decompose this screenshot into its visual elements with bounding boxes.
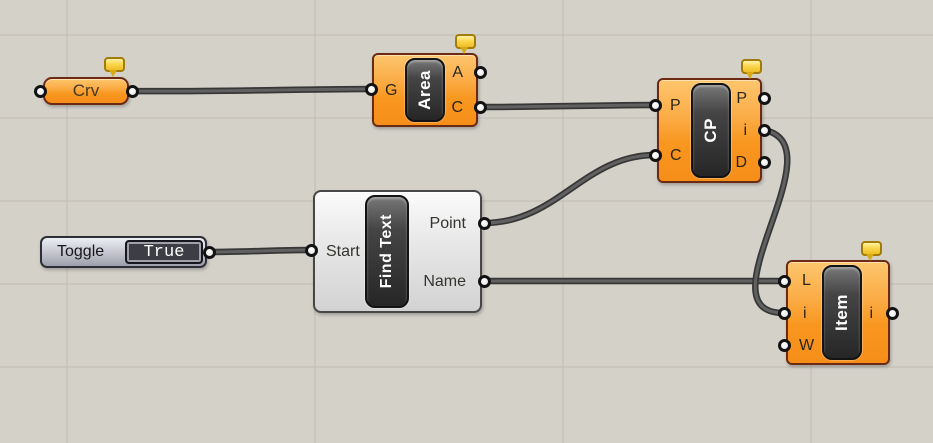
port-item-input-w[interactable]	[777, 338, 791, 352]
port-crv-output[interactable]	[125, 84, 139, 98]
port-cp-output-i[interactable]	[757, 123, 771, 137]
node-cp[interactable]: CP P C P i D	[657, 78, 762, 183]
toggle-value-display[interactable]: True	[125, 240, 203, 264]
port-findtext-input-start[interactable]	[304, 243, 318, 257]
node-item[interactable]: Item L i W i	[786, 260, 890, 365]
cp-name-capsule[interactable]: CP	[691, 83, 731, 178]
find-text-node-label: Find Text	[378, 214, 395, 289]
findtext-input-start-label: Start	[326, 243, 360, 260]
port-cp-output-p[interactable]	[757, 91, 771, 105]
port-item-output-i[interactable]	[885, 306, 899, 320]
cp-input-c-label: C	[670, 147, 682, 164]
wire-findtext-point-to-cp-c[interactable]	[480, 151, 659, 227]
item-name-capsule[interactable]: Item	[822, 265, 862, 360]
port-crv-input[interactable]	[33, 84, 47, 98]
area-note-balloon-icon[interactable]	[455, 34, 476, 54]
port-findtext-output-point[interactable]	[477, 216, 491, 230]
port-item-input-l[interactable]	[777, 274, 791, 288]
node-boolean-toggle[interactable]: Toggle True	[40, 236, 207, 268]
item-output-i-label: i	[869, 305, 873, 322]
node-crv[interactable]: Crv	[43, 77, 129, 105]
wire-area-c-to-cp-p[interactable]	[476, 101, 659, 111]
toggle-value-text: True	[143, 242, 185, 262]
area-input-g-label: G	[385, 82, 398, 99]
area-node-label: Area	[415, 70, 434, 110]
cp-output-i-label: i	[743, 122, 747, 139]
cp-node-label: CP	[701, 118, 720, 143]
cp-note-balloon-icon[interactable]	[741, 59, 762, 79]
wire-toggle-to-findtext-start[interactable]	[205, 246, 315, 256]
crv-note-balloon-icon[interactable]	[104, 57, 125, 77]
port-item-input-i[interactable]	[777, 306, 791, 320]
node-find-text[interactable]: Find Text Start Point Name	[313, 190, 482, 313]
item-note-balloon-icon[interactable]	[861, 241, 882, 261]
item-input-i-label: i	[803, 305, 807, 322]
cp-output-d-label: D	[735, 154, 747, 171]
item-input-w-label: W	[799, 337, 815, 354]
item-node-label: Item	[832, 294, 851, 331]
crv-node-label: Crv	[72, 81, 100, 100]
find-text-name-capsule[interactable]: Find Text	[365, 195, 409, 308]
port-cp-input-p[interactable]	[648, 98, 662, 112]
port-findtext-output-name[interactable]	[477, 274, 491, 288]
port-toggle-output[interactable]	[202, 245, 216, 259]
port-area-input-g[interactable]	[364, 82, 378, 96]
findtext-output-name-label: Name	[423, 273, 466, 290]
area-output-c-label: C	[451, 99, 463, 116]
node-area[interactable]: Area G A C	[372, 53, 478, 127]
port-area-output-c[interactable]	[473, 100, 487, 114]
wire-cp-i-to-item-i[interactable]	[752, 126, 791, 317]
cp-output-p-label: P	[736, 90, 747, 107]
toggle-label: Toggle	[57, 243, 105, 260]
area-name-capsule[interactable]: Area	[405, 58, 445, 122]
port-area-output-a[interactable]	[473, 65, 487, 79]
item-input-l-label: L	[802, 272, 811, 289]
port-cp-output-d[interactable]	[757, 155, 771, 169]
findtext-output-point-label: Point	[429, 215, 466, 232]
area-output-a-label: A	[452, 64, 463, 81]
cp-input-p-label: P	[670, 97, 681, 114]
port-cp-input-c[interactable]	[648, 148, 662, 162]
wire-crv-to-area-g[interactable]	[128, 85, 375, 95]
